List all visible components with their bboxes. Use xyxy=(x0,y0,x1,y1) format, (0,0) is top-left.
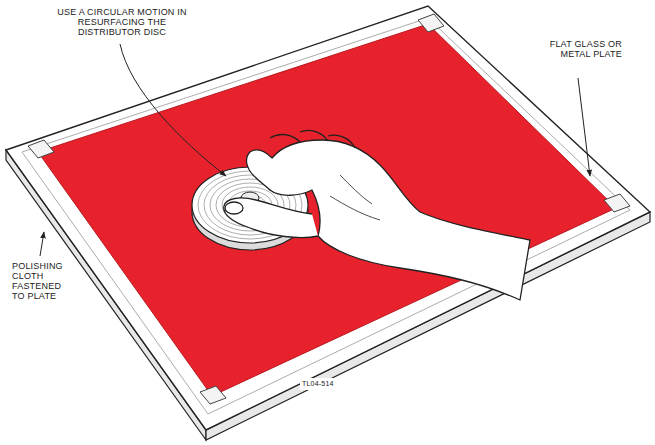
corner-tape xyxy=(28,14,630,404)
callout-note: USE A CIRCULAR MOTION IN RESURFACING THE… xyxy=(52,6,192,38)
figure-code: TL04-514 xyxy=(300,378,364,390)
hand xyxy=(224,130,530,300)
glass-plate xyxy=(6,6,650,440)
leader-line xyxy=(40,44,590,256)
part-label: FLAT GLASS OR METAL PLATE xyxy=(520,38,624,60)
part-label: POLISHING CLOTH FASTENED TO PLATE xyxy=(10,260,76,302)
polishing-cloth xyxy=(38,24,616,396)
